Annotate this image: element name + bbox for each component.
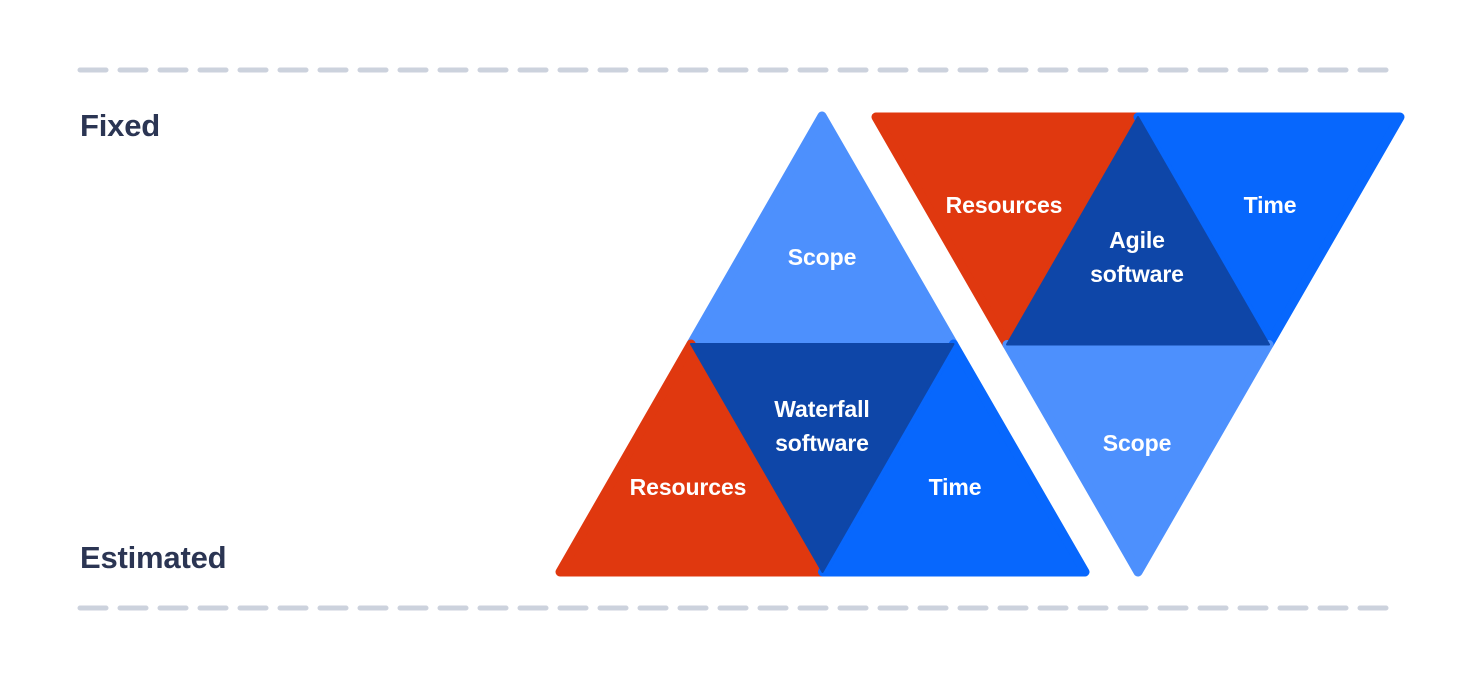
agile-center-facet[interactable] bbox=[1006, 116, 1270, 346]
waterfall-center-facet[interactable] bbox=[690, 343, 955, 573]
agile-center-label-line1: Agile bbox=[1109, 227, 1165, 253]
agile-scope-label: Scope bbox=[1103, 430, 1172, 456]
waterfall-time-label: Time bbox=[929, 474, 982, 500]
agile-time-label: Time bbox=[1244, 192, 1297, 218]
waterfall-resources-label: Resources bbox=[630, 474, 747, 500]
waterfall-center-label-line2: software bbox=[775, 430, 869, 456]
waterfall-center-label-line1: Waterfall bbox=[774, 396, 869, 422]
agile-center-label-line2: software bbox=[1090, 261, 1184, 287]
agile-resources-label: Resources bbox=[946, 192, 1063, 218]
waterfall-triangle[interactable]: Scope Resources Time Waterfall software bbox=[555, 111, 1090, 577]
axis-label-fixed: Fixed bbox=[80, 108, 160, 143]
axis-label-estimated: Estimated bbox=[80, 540, 227, 575]
agile-triangle[interactable]: Resources Time Scope Agile software bbox=[871, 112, 1405, 577]
waterfall-scope-label: Scope bbox=[788, 244, 857, 270]
